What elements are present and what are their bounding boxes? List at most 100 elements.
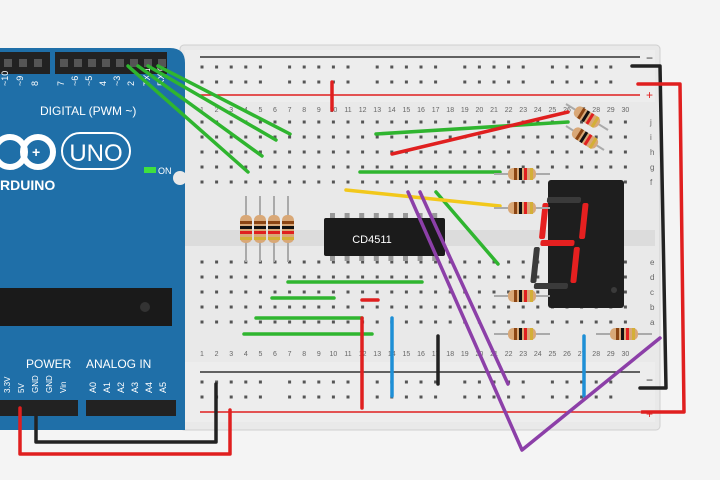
resistor-body: [240, 215, 252, 243]
hole: [521, 135, 525, 139]
display-segments: [530, 197, 617, 293]
rail-plus-bottom: +: [646, 407, 653, 421]
column-number-bottom: 4: [244, 351, 248, 358]
hole: [317, 180, 321, 184]
column-number-bottom: 9: [317, 351, 321, 358]
rail-hole: [565, 80, 569, 84]
resistor: [565, 103, 609, 131]
analog-pin-label: A4: [144, 382, 154, 393]
row-letter: d: [650, 273, 654, 282]
hole: [623, 120, 627, 124]
rail-hole: [492, 380, 496, 384]
rail-hole: [302, 395, 306, 399]
hole: [258, 305, 262, 309]
column-number-top: 16: [417, 107, 425, 114]
hole: [609, 320, 613, 324]
brand-label: RDUINO: [0, 177, 55, 193]
hole: [550, 135, 554, 139]
hole: [404, 165, 408, 169]
red-wire: [18, 406, 232, 456]
resistor-body: [254, 215, 266, 243]
hole: [331, 275, 335, 279]
header-pin: [144, 59, 152, 67]
hole: [623, 150, 627, 154]
digital-pin-label: ~9: [15, 76, 25, 86]
resistor-band: [530, 168, 533, 180]
hole: [375, 180, 379, 184]
resistor-band: [282, 231, 294, 234]
hole: [288, 165, 292, 169]
rail-hole: [302, 80, 306, 84]
hole: [317, 120, 321, 124]
hole: [302, 305, 306, 309]
segment-a: [546, 197, 582, 203]
rail-hole: [463, 65, 467, 69]
ic-body: [324, 218, 445, 256]
rail-hole: [200, 380, 204, 384]
hole: [375, 305, 379, 309]
ic-pin: [359, 256, 365, 261]
resistor: [268, 196, 280, 262]
hole: [229, 135, 233, 139]
column-number-top: 18: [446, 107, 454, 114]
hole: [288, 320, 292, 324]
jumper-wires: [18, 64, 686, 456]
hole: [477, 165, 481, 169]
rail-hole: [594, 65, 598, 69]
rail-hole: [258, 80, 262, 84]
hole: [477, 260, 481, 264]
hole: [434, 290, 438, 294]
hole: [419, 290, 423, 294]
resistor-band: [590, 116, 600, 128]
hole: [463, 275, 467, 279]
seven-segment-display[interactable]: [530, 180, 624, 308]
hole: [331, 260, 335, 264]
hole: [346, 165, 350, 169]
rail-hole: [375, 395, 379, 399]
rail-hole: [565, 380, 569, 384]
resistor-band: [282, 226, 294, 229]
hole: [273, 180, 277, 184]
column-number-bottom: 7: [288, 351, 292, 358]
black-wire: [34, 382, 218, 444]
hole: [448, 320, 452, 324]
rail-hole: [346, 380, 350, 384]
chip-notch: [140, 302, 150, 312]
hole: [273, 165, 277, 169]
cd4511-ic[interactable]: CD4511: [324, 213, 445, 261]
rail-hole: [375, 80, 379, 84]
hole: [448, 290, 452, 294]
decimal-point: [611, 287, 617, 293]
resistor-band: [585, 112, 595, 125]
hole: [419, 150, 423, 154]
hole: [536, 165, 540, 169]
hole: [390, 275, 394, 279]
hole: [331, 165, 335, 169]
row-letter: i: [650, 133, 652, 142]
column-number-bottom: 30: [622, 351, 630, 358]
hole: [492, 120, 496, 124]
resistor-band: [514, 202, 517, 214]
hole: [492, 180, 496, 184]
hole: [507, 165, 511, 169]
resistor-band: [514, 290, 517, 302]
rail-hole: [609, 395, 613, 399]
hole: [317, 290, 321, 294]
green-wire: [146, 64, 278, 142]
column-number-bottom: 11: [344, 351, 351, 358]
hole: [434, 120, 438, 124]
rail-hole: [331, 395, 335, 399]
hole: [507, 120, 511, 124]
rail-hole: [521, 395, 525, 399]
hole: [200, 135, 204, 139]
rail-hole: [434, 380, 438, 384]
hole: [302, 165, 306, 169]
hole: [477, 150, 481, 154]
hole: [361, 150, 365, 154]
purple-wire: [418, 190, 510, 386]
rail-hole: [215, 380, 219, 384]
resistor-band: [575, 128, 584, 141]
column-number-top: 17: [432, 107, 440, 114]
